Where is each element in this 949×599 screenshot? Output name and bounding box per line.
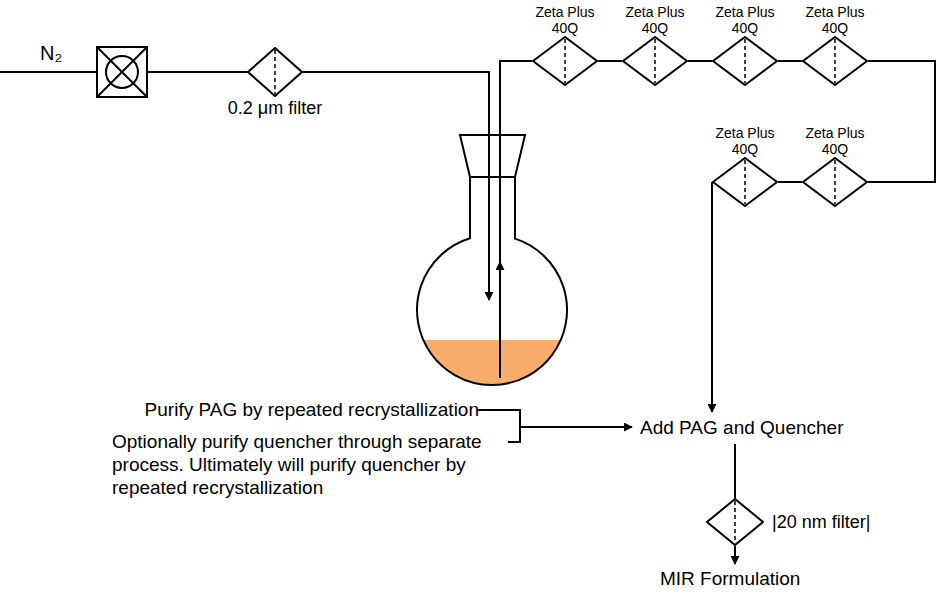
filter-cartridge: Zeta Plus 40Q	[712, 4, 778, 86]
filter-cartridge: Zeta Plus 40Q	[802, 4, 868, 86]
filter-cartridge: Zeta Plus 40Q	[622, 4, 688, 86]
note-text: Purify PAG by repeated recrystallization	[145, 398, 479, 421]
filter-label: Zeta Plus 40Q	[802, 125, 868, 157]
gas-line	[147, 71, 247, 73]
dip-tube	[488, 71, 490, 300]
flow-line	[734, 546, 736, 564]
flow-line	[688, 60, 712, 62]
note-text: N₂	[40, 42, 62, 65]
gas-line	[303, 71, 489, 73]
filter-label: Zeta Plus 40Q	[532, 4, 598, 36]
flow-line	[711, 182, 713, 412]
flow-line	[734, 444, 736, 498]
filter-symbol	[802, 36, 868, 86]
outlet-tube	[499, 262, 501, 378]
filter-symbol	[712, 36, 778, 86]
flow-line	[598, 60, 622, 62]
filter-label: Zeta Plus 40Q	[712, 4, 778, 36]
filter-label: 0.2 μm filter	[228, 97, 322, 119]
filter-label: Zeta Plus 40Q	[712, 125, 778, 157]
filter-unit: 0.2 μm filter	[228, 47, 322, 119]
note-text: MIR Formulation	[660, 567, 800, 590]
flow-line	[778, 60, 802, 62]
filter-cartridge: Zeta Plus 40Q	[802, 125, 868, 207]
filter-symbol	[247, 47, 303, 97]
filter-symbol	[802, 157, 868, 207]
note-text: Add PAG and Quencher	[640, 416, 844, 439]
filter-label: Zeta Plus 40Q	[622, 4, 688, 36]
flow-line	[520, 426, 632, 428]
flask	[400, 135, 590, 400]
filter-symbol	[706, 498, 764, 546]
filter-symbol	[622, 36, 688, 86]
filter-cartridge: Zeta Plus 40Q	[712, 125, 778, 207]
filter-cartridge: Zeta Plus 40Q	[532, 4, 598, 86]
filter-unit: |20 nm filter|	[706, 498, 870, 546]
gas-line	[0, 71, 97, 73]
outlet-tube	[500, 61, 532, 264]
note-text: Optionally purify quencher through separ…	[112, 430, 504, 499]
bracket	[477, 410, 520, 442]
flow-line	[778, 181, 802, 183]
flow-controller	[97, 47, 147, 97]
filter-symbol	[532, 36, 598, 86]
filter-symbol	[712, 157, 778, 207]
flow-line	[868, 61, 935, 182]
filter-label: Zeta Plus 40Q	[802, 4, 868, 36]
filter-label: |20 nm filter|	[772, 511, 870, 533]
